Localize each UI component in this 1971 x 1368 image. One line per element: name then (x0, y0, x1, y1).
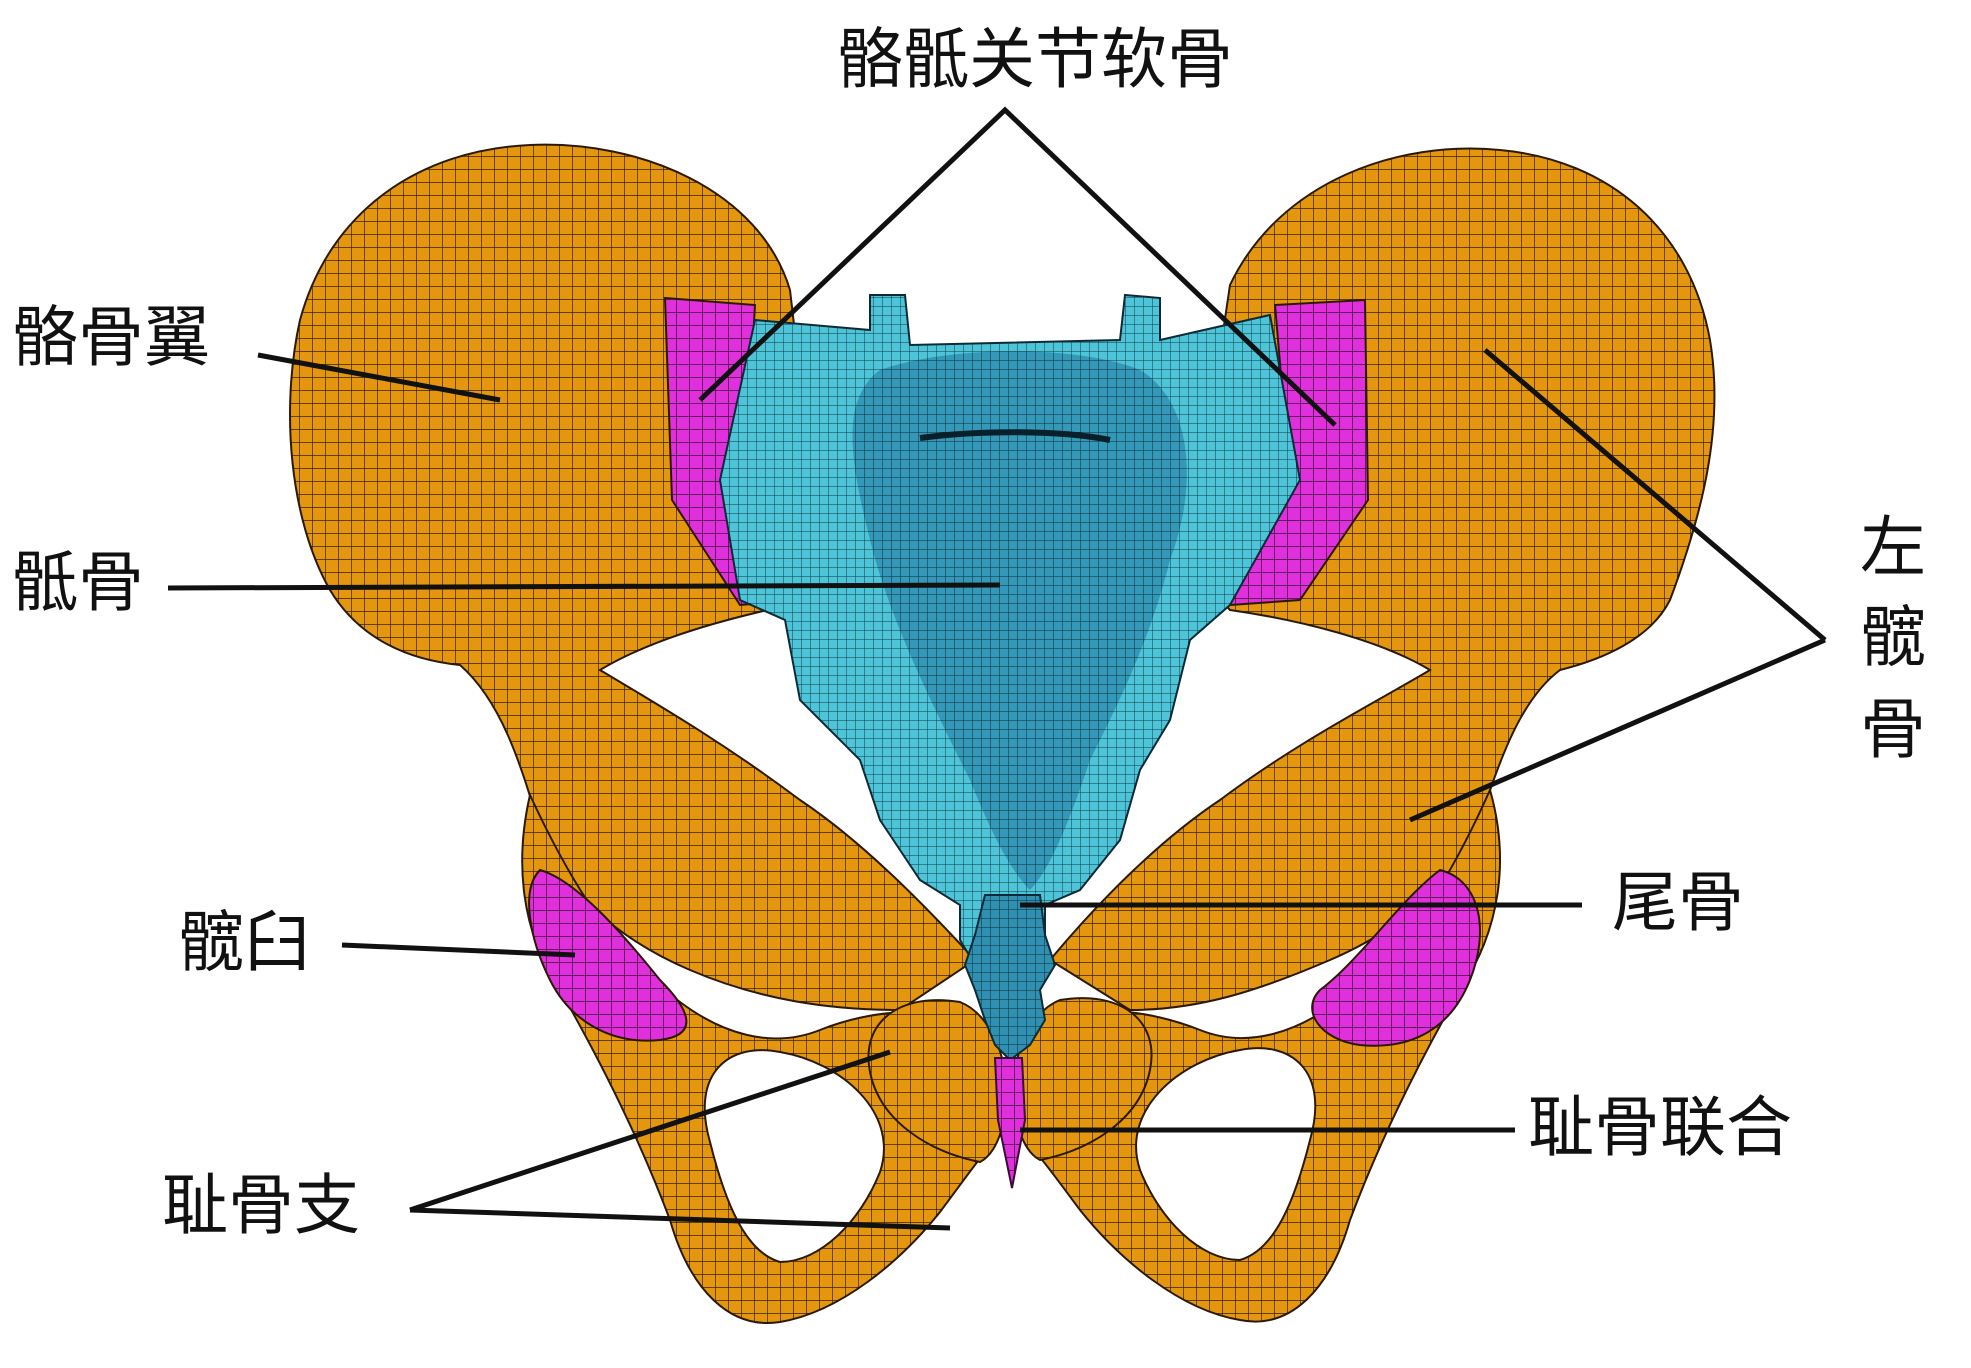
pubic-symphysis-shape (993, 1057, 1027, 1189)
label-pubic-symphysis: 耻骨联合 (1528, 1089, 1792, 1166)
leader-left-hip-lower (1409, 637, 1826, 823)
right-obturator-foramen (703, 1049, 885, 1264)
left-acetabulum (1311, 868, 1481, 1047)
coccyx-shape (963, 894, 1057, 1062)
label-left-hip-char-2: 髋 (1860, 599, 1926, 676)
label-iliac-wing: 骼骨翼 (12, 299, 210, 376)
right-acetabulum (528, 868, 688, 1042)
left-obturator-foramen (1135, 1047, 1317, 1262)
leader-sacrum (167, 582, 1001, 591)
leader-iliac-wing (257, 352, 501, 403)
label-sacrum: 骶骨 (12, 544, 144, 621)
label-acetabulum: 髋臼 (178, 904, 310, 981)
label-pubic-ramus: 耻骨支 (162, 1167, 360, 1244)
sacrum-shadow (852, 351, 1187, 890)
leader-acetabulum (341, 942, 576, 958)
sacrum (718, 293, 1302, 1062)
labels: 骼骶关节软骨 骼骨翼 骶骨 髋臼 耻骨支 左 髋 骨 尾骨 耻骨联合 (12, 21, 1926, 1244)
label-left-hip-char-1: 左 (1860, 509, 1926, 586)
right-pubic-body (867, 999, 1008, 1164)
leader-lines (167, 106, 1827, 1231)
label-coccyx: 尾骨 (1612, 864, 1744, 941)
left-hip-bone (1007, 147, 1716, 1323)
leader-pubic-ramus-lower (409, 1207, 951, 1231)
label-left-hip-char-3: 骨 (1860, 691, 1926, 768)
leader-left-hip-upper (1483, 348, 1827, 642)
sacrum-groove (919, 429, 1111, 443)
leader-sacroiliac (698, 106, 1337, 427)
leader-pubic-ramus-upper (409, 1049, 891, 1213)
right-hip-bone (289, 143, 1009, 1324)
label-sacroiliac-cartilage: 骼骶关节软骨 (837, 21, 1233, 98)
